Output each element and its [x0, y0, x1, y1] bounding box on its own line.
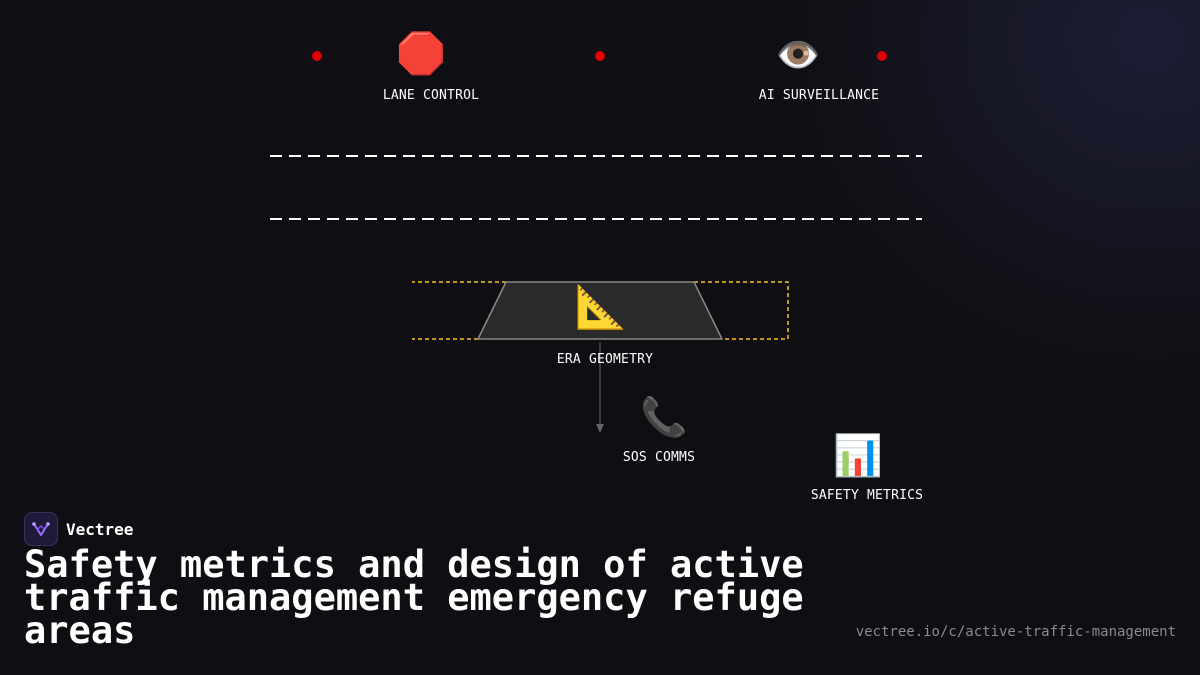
bar-chart-icon: 📊 [833, 433, 883, 479]
source-url[interactable]: vectree.io/c/active-traffic-management [855, 624, 1176, 640]
brand[interactable]: Vectree [24, 512, 133, 546]
stop-sign-icon: 🛑 [396, 31, 446, 77]
status-dot-right [877, 51, 887, 61]
triangular-ruler-icon: 📐 [574, 282, 628, 331]
vectree-logo-icon [24, 512, 58, 546]
status-dot-left [312, 51, 322, 61]
page-title: Safety metrics and design of active traf… [24, 543, 804, 652]
eye-icon: 👁️ [775, 35, 821, 76]
era-geometry-label: ERA GEOMETRY [556, 352, 654, 367]
brand-name: Vectree [66, 519, 134, 539]
safety-metrics-label: SAFETY METRICS [810, 488, 924, 503]
telephone-icon: 📞 [640, 395, 688, 439]
refuge-bay-shape [476, 281, 724, 340]
status-dot-center [595, 51, 605, 61]
sos-comms-label: SOS COMMS [622, 450, 696, 465]
ai-surveillance-label: AI SURVEILLANCE [758, 88, 880, 103]
connector-arrowhead [596, 424, 604, 433]
refuge-outline-right [694, 281, 789, 340]
lane-control-label: LANE CONTROL [382, 88, 480, 103]
